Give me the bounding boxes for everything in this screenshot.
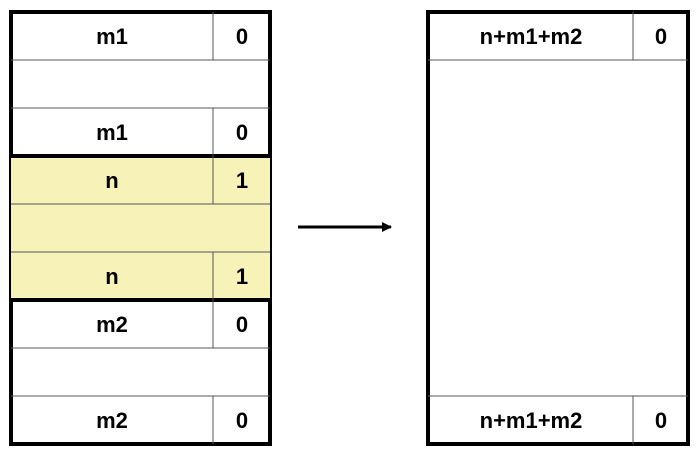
- coalesced-footer-size: n+m1+m2: [480, 408, 583, 433]
- allocated-header-size: n: [105, 168, 118, 193]
- after-block: n+m1+m2 0 n+m1+m2 0: [426, 10, 690, 446]
- next-free-header-size: m2: [96, 312, 128, 337]
- after-block-frame: [426, 10, 690, 446]
- allocated-footer-size: n: [105, 264, 118, 289]
- before-block: m1 0 m1 0 n 1 n 1 m2 0 m2 0: [9, 10, 272, 446]
- prev-free-footer-size: m1: [96, 120, 128, 145]
- allocated-footer-alloc: 1: [236, 264, 248, 289]
- prev-free-header-size: m1: [96, 24, 128, 49]
- allocated-header-alloc: 1: [236, 168, 248, 193]
- coalesced-header-size: n+m1+m2: [480, 24, 583, 49]
- allocated-region: [11, 156, 270, 300]
- next-free-footer-size: m2: [96, 408, 128, 433]
- coalesced-footer-alloc: 0: [655, 408, 667, 433]
- next-free-header-alloc: 0: [236, 312, 248, 337]
- coalesced-header-alloc: 0: [655, 24, 667, 49]
- prev-free-footer-alloc: 0: [236, 120, 248, 145]
- next-free-footer-alloc: 0: [236, 408, 248, 433]
- prev-free-header-alloc: 0: [236, 24, 248, 49]
